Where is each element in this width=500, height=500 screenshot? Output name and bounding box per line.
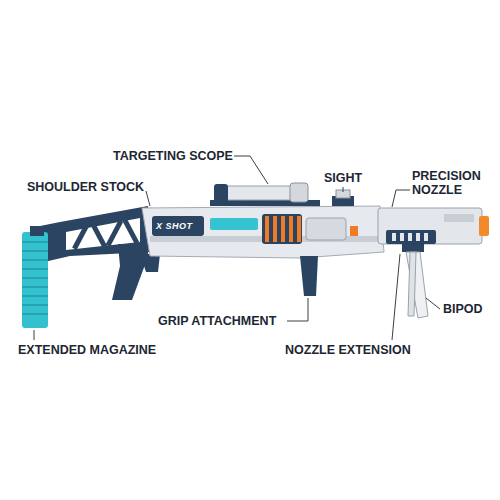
extended-magazine (22, 226, 48, 328)
part-label: PRECISION NOZZLE (412, 169, 492, 197)
pistol-grip (112, 244, 150, 300)
part-label: TARGETING SCOPE (113, 149, 233, 163)
grip-attachment (300, 256, 318, 296)
brand-logo: X SHOT (156, 221, 193, 231)
part-label: NOZZLE EXTENSION (285, 343, 411, 357)
part-label: GRIP ATTACHMENT (158, 314, 276, 328)
blaster-body (142, 206, 384, 258)
trigger-guard (140, 254, 160, 272)
bipod (402, 244, 428, 318)
sight (332, 190, 354, 206)
part-label: SHOULDER STOCK (27, 180, 144, 194)
part-label: SIGHT (324, 171, 362, 185)
targeting-scope (210, 183, 320, 206)
precision-nozzle (378, 208, 489, 244)
part-label: EXTENDED MAGAZINE (18, 343, 156, 357)
part-label: BIPOD (443, 302, 483, 316)
